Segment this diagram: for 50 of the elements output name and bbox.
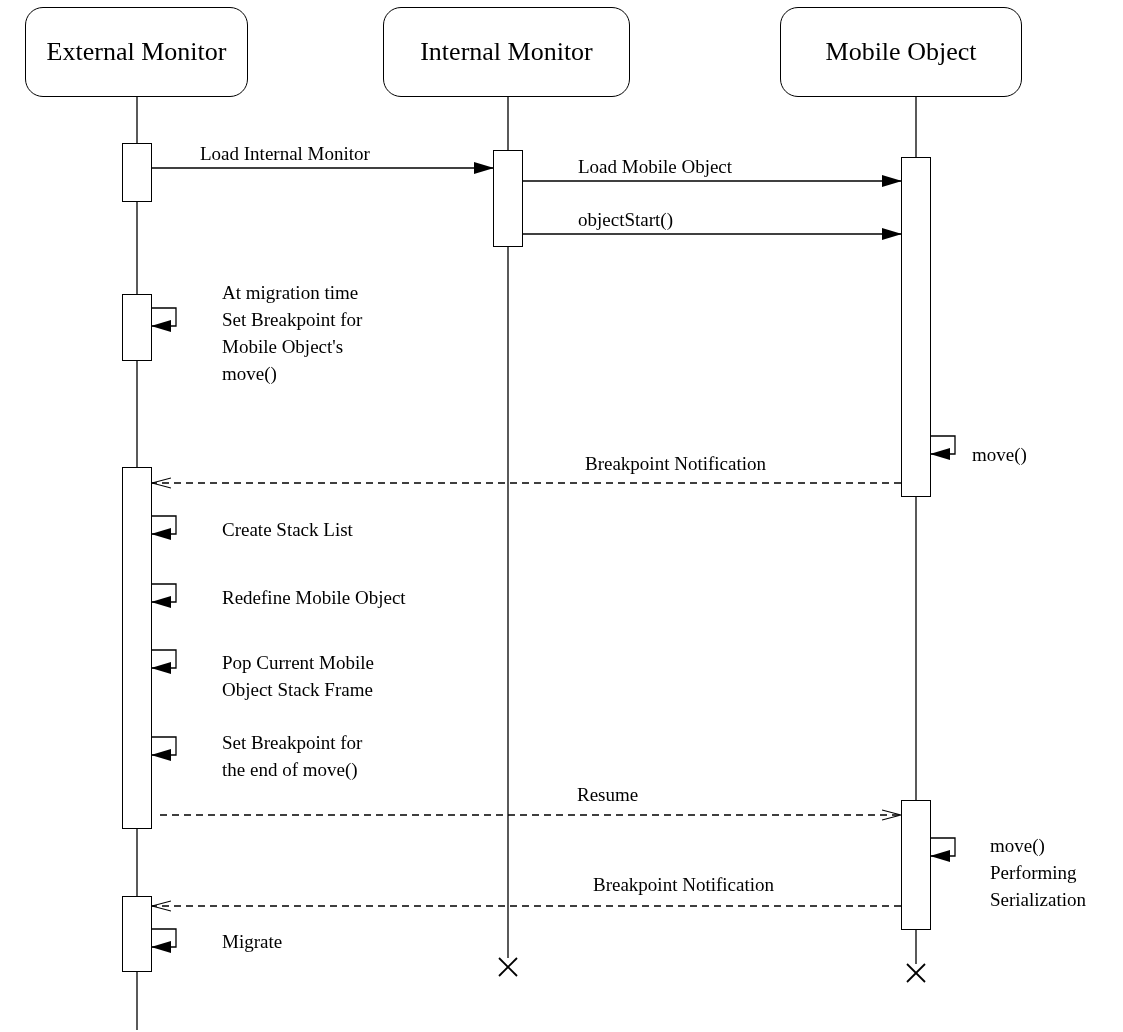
destroy-mark (498, 957, 518, 977)
lifeline-head: Mobile Object (780, 7, 1022, 97)
lifeline (136, 96, 138, 144)
lifeline (915, 96, 917, 158)
activation-bar (122, 143, 152, 202)
lifeline-head: External Monitor (25, 7, 248, 97)
lifeline (915, 496, 917, 801)
activation-bar (493, 150, 523, 247)
message-label: Breakpoint Notification (585, 452, 766, 476)
message-label: Resume (577, 783, 639, 807)
message-arrow (522, 175, 902, 187)
lifeline (136, 828, 138, 897)
message-label: Migrate (222, 930, 283, 954)
message-label: objectStart() (578, 208, 673, 232)
message-arrow (151, 477, 902, 489)
message-label: Load Mobile Object (578, 155, 733, 179)
message-arrow (522, 228, 902, 240)
message-label: Redefine Mobile Object (222, 586, 406, 610)
message-arrow (151, 162, 494, 174)
message-label: Create Stack List (222, 518, 353, 542)
message-label: Load Internal Monitor (200, 142, 370, 166)
message-arrow (930, 837, 956, 862)
lifeline (136, 201, 138, 295)
message-label: Pop Current Mobile Object Stack Frame (222, 651, 375, 702)
message-label: At migration time Set Breakpoint for Mobile Object's move() (222, 281, 364, 386)
lifeline (507, 246, 509, 959)
message-label: Breakpoint Notification (593, 873, 774, 897)
message-arrow (151, 307, 177, 332)
lifeline (915, 929, 917, 965)
message-label: Set Breakpoint for the end of move() (222, 731, 364, 782)
message-arrow (151, 583, 177, 608)
message-arrow (151, 736, 177, 761)
message-arrow (151, 515, 177, 540)
activation-bar (122, 467, 152, 829)
message-arrow (151, 900, 902, 912)
lifeline-head: Internal Monitor (383, 7, 630, 97)
lifeline (507, 96, 509, 151)
message-label: move() Performing Serialization (990, 834, 1088, 912)
message-arrow (151, 928, 177, 953)
activation-bar (901, 800, 931, 930)
message-arrow (151, 649, 177, 674)
activation-bar (122, 896, 152, 972)
activation-bar (122, 294, 152, 361)
lifeline (136, 360, 138, 468)
message-arrow (159, 809, 902, 821)
message-arrow (930, 435, 956, 460)
destroy-mark (906, 963, 926, 983)
activation-bar (901, 157, 931, 497)
lifeline (136, 971, 138, 1031)
message-label: move() (972, 443, 1027, 467)
